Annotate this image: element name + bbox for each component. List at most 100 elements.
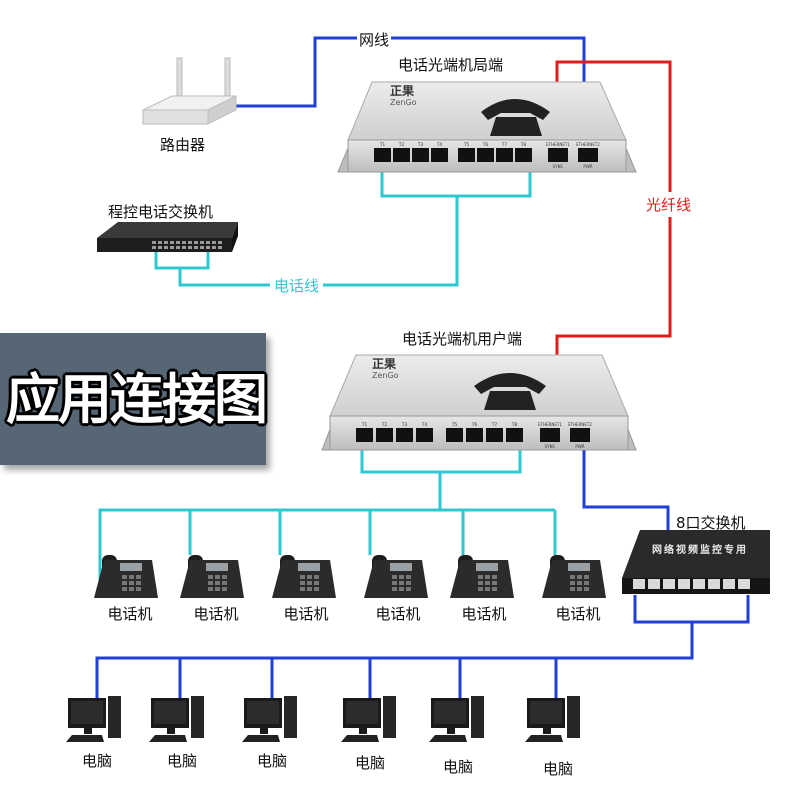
phone-port-label: T8 bbox=[520, 142, 527, 148]
network-cable-pcs bbox=[95, 595, 750, 698]
phone-port-label: T4 bbox=[421, 422, 428, 428]
pbx-port bbox=[212, 241, 216, 244]
pbx-port bbox=[164, 246, 168, 249]
pbx-port bbox=[152, 241, 156, 244]
pc-label: 电脑 bbox=[442, 758, 474, 776]
switch-port bbox=[633, 579, 645, 589]
pbx-port bbox=[170, 241, 174, 244]
pbx-port bbox=[212, 246, 216, 249]
phone-label: 电话机 bbox=[555, 605, 601, 623]
pbx-port bbox=[194, 241, 198, 244]
brand-logo: 正果 bbox=[390, 84, 414, 98]
ethernet-port bbox=[578, 148, 598, 162]
telephone-icon bbox=[474, 373, 546, 410]
brand-sublogo: ZenGo bbox=[390, 98, 417, 107]
pbx-port bbox=[218, 241, 222, 244]
pbx-port bbox=[206, 241, 210, 244]
phone-port-label: T5 bbox=[463, 142, 470, 148]
pc-label: 电脑 bbox=[81, 752, 113, 770]
pbx-port bbox=[182, 246, 186, 249]
pwr-label: PWR bbox=[583, 164, 592, 169]
desktop-pc bbox=[429, 696, 484, 742]
desktop-pc bbox=[66, 696, 121, 742]
phone-port-label: T6 bbox=[471, 422, 478, 428]
office-terminal-label: 电话光端机局端 bbox=[398, 56, 504, 74]
phone-port bbox=[431, 148, 448, 162]
pbx-port bbox=[158, 246, 162, 249]
phone-port bbox=[515, 148, 532, 162]
phone-port-label: T4 bbox=[436, 142, 443, 148]
router-device bbox=[142, 57, 237, 125]
phone-port bbox=[446, 428, 463, 442]
phone-port-label: T8 bbox=[511, 422, 518, 428]
brand-logo-user: 正果 bbox=[372, 357, 396, 371]
phone-port bbox=[396, 428, 413, 442]
phone-port-label: T7 bbox=[501, 142, 508, 148]
phone-label: 电话机 bbox=[461, 605, 507, 623]
phone-port-label: T6 bbox=[482, 142, 489, 148]
ethernet-port bbox=[570, 428, 590, 442]
pc-label: 电脑 bbox=[256, 752, 288, 770]
phone-port bbox=[412, 148, 429, 162]
switch-port bbox=[678, 579, 690, 589]
desktop-pc bbox=[149, 696, 204, 742]
router-label: 路由器 bbox=[160, 136, 206, 154]
phone-port bbox=[506, 428, 523, 442]
phone-cable-user bbox=[98, 448, 557, 580]
phone-port bbox=[477, 148, 494, 162]
pbx-port bbox=[188, 246, 192, 249]
switch-port bbox=[693, 579, 705, 589]
phone-port-label: T2 bbox=[381, 422, 388, 428]
phone-port-label: T3 bbox=[401, 422, 408, 428]
desk-phone bbox=[180, 555, 244, 598]
pbx-port bbox=[176, 241, 180, 244]
phone-port-label: T1 bbox=[361, 422, 368, 428]
pbx-port bbox=[158, 241, 162, 244]
phone-port bbox=[496, 148, 513, 162]
pbx-port bbox=[176, 246, 180, 249]
switch-port bbox=[648, 579, 660, 589]
pbx-device bbox=[97, 222, 238, 252]
phone-port bbox=[374, 148, 391, 162]
pc-label: 电脑 bbox=[354, 754, 386, 772]
ethernet-port bbox=[540, 428, 560, 442]
phone-port bbox=[356, 428, 373, 442]
pbx-label: 程控电话交换机 bbox=[108, 203, 214, 221]
ethernet-port-label: ETHERNET2 bbox=[576, 142, 600, 147]
phone-port-label: T3 bbox=[417, 142, 424, 148]
pc-label: 电脑 bbox=[542, 760, 574, 778]
phone-port-label: T7 bbox=[491, 422, 498, 428]
phone-port bbox=[376, 428, 393, 442]
phone-port-label: T1 bbox=[379, 142, 386, 148]
phone-port bbox=[458, 148, 475, 162]
office-terminal-device: 正果 ZenGo T1 T2 T3 T4 T5 T6 T7 T8 ETHERNET1 ETHERN… bbox=[337, 81, 637, 173]
fiber-cable-label: 光纤线 bbox=[646, 192, 692, 217]
switch-device: 网络视频监控专用 bbox=[622, 530, 770, 594]
desk-phone bbox=[450, 555, 514, 598]
pbx-port bbox=[200, 241, 204, 244]
desk-phone bbox=[364, 555, 428, 598]
network-cable-label: 网线 bbox=[357, 29, 392, 50]
telephone-icon bbox=[481, 99, 550, 136]
brand-sublogo-user: ZenGo bbox=[372, 371, 399, 380]
title-banner: 应用连接图 bbox=[0, 333, 268, 465]
ethernet-port-label: ETHERNET1 bbox=[538, 422, 562, 427]
desk-phone bbox=[94, 555, 158, 598]
pbx-port bbox=[200, 246, 204, 249]
ethernet-port bbox=[548, 148, 568, 162]
pbx-port bbox=[206, 246, 210, 249]
switch-plate-text: 网络视频监控专用 bbox=[652, 543, 748, 556]
phone-port-label: T5 bbox=[451, 422, 458, 428]
pbx-port bbox=[194, 246, 198, 249]
phone-port-label: T2 bbox=[398, 142, 405, 148]
pbx-port bbox=[188, 241, 192, 244]
pbx-port bbox=[152, 246, 156, 249]
phone-port bbox=[466, 428, 483, 442]
ethernet-port-label: ETHERNET1 bbox=[546, 142, 570, 147]
phone-label: 电话机 bbox=[193, 605, 239, 623]
page-title: 应用连接图 bbox=[6, 368, 268, 431]
phone-label: 电话机 bbox=[283, 605, 329, 623]
pbx-port bbox=[182, 241, 186, 244]
